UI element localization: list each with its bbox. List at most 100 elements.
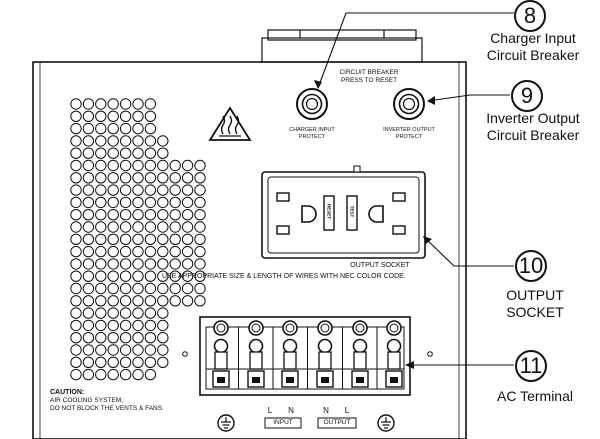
mounting-hole (182, 351, 188, 357)
vent-hole (107, 356, 119, 368)
vent-hole (169, 282, 181, 295)
terminal-n1-label: N (288, 406, 294, 415)
terminal-screw[interactable] (248, 320, 264, 336)
vent-hole (82, 233, 95, 246)
vent-hole (181, 282, 194, 295)
terminal-screw[interactable] (386, 320, 402, 336)
terminal-screw[interactable] (213, 320, 229, 336)
inverter-output-breaker[interactable] (393, 88, 425, 120)
vent-hole (70, 258, 82, 270)
terminal-screw[interactable] (282, 338, 298, 354)
test-button[interactable] (346, 195, 358, 231)
callout-10-line1: OUTPUT (506, 287, 564, 303)
vent-hole (132, 159, 144, 172)
leader-lines (317, 12, 514, 366)
vent-hole (95, 356, 107, 368)
reset-button[interactable] (323, 195, 335, 231)
mounting-hole (427, 351, 433, 357)
vent-hole (107, 282, 119, 295)
vent-hole (157, 184, 169, 196)
vent-hole (119, 209, 132, 221)
vent-hole (132, 147, 144, 159)
vent-hole (95, 368, 107, 381)
terminal-screw[interactable] (386, 338, 402, 354)
vent-hole (194, 172, 206, 184)
vent-hole (82, 98, 95, 110)
vent-hole (95, 209, 107, 221)
charger-input-breaker[interactable] (296, 88, 328, 120)
vent-hole (194, 184, 206, 196)
vent-hole (70, 307, 82, 319)
vent-hole (95, 172, 107, 184)
vent-hole (157, 344, 169, 356)
vent-hole (181, 270, 194, 282)
vent-hole (169, 233, 181, 246)
output-socket-label: OUTPUT SOCKET (350, 262, 410, 269)
terminal-screw[interactable] (248, 338, 264, 354)
vent-hole (144, 295, 157, 307)
vent-hole (119, 135, 132, 147)
caution-line1: AIR COOLING SYSTEM, (50, 397, 123, 404)
vent-grid (70, 98, 206, 381)
vent-hole (169, 221, 181, 233)
vent-hole (70, 172, 82, 184)
vent-hole (169, 270, 181, 282)
ground-icon (377, 414, 395, 432)
vent-hole (194, 258, 206, 270)
vent-hole (82, 270, 95, 282)
vent-hole (157, 209, 169, 221)
vent-hole (119, 147, 132, 159)
vent-hole (132, 356, 144, 368)
vent-hole (181, 295, 194, 307)
terminal-screw[interactable] (317, 338, 333, 354)
vent-hole (157, 282, 169, 295)
vent-hole (181, 196, 194, 209)
vent-hole (132, 307, 144, 319)
terminal-clamp-opening (286, 377, 294, 383)
vent-hole (70, 245, 82, 258)
output-socket[interactable] (261, 165, 426, 259)
vent-hole (82, 172, 95, 184)
vent-hole (107, 98, 119, 110)
terminal-clamp-opening (252, 377, 260, 383)
vent-hole (119, 172, 132, 184)
terminal-post (353, 351, 367, 370)
terminal-screw[interactable] (282, 320, 298, 336)
vent-hole (82, 209, 95, 221)
vent-hole (70, 135, 82, 147)
vent-hole (194, 270, 206, 282)
terminal-clamp-opening (321, 377, 329, 383)
vent-hole (132, 368, 144, 381)
vent-hole (157, 319, 169, 332)
terminal-screw[interactable] (213, 338, 229, 354)
terminal-screw-inner (320, 323, 330, 333)
vent-hole (119, 368, 132, 381)
output-label-box (317, 417, 357, 429)
vent-hole (144, 344, 157, 356)
vent-hole (144, 270, 157, 282)
caution-title: CAUTION: (50, 389, 85, 396)
vent-hole (157, 295, 169, 307)
terminal-screw-inner (285, 323, 295, 333)
vent-hole (132, 245, 144, 258)
vent-hole (132, 135, 144, 147)
terminal-screw[interactable] (352, 338, 368, 354)
charger-breaker-label-line2: PROTECT (298, 134, 326, 140)
vent-hole (132, 295, 144, 307)
callout-8-number: 8 (514, 0, 546, 32)
vent-hole (157, 196, 169, 209)
leader-arrows (314, 80, 435, 369)
vent-hole (70, 110, 82, 123)
vent-hole (144, 147, 157, 159)
vent-hole (95, 122, 107, 135)
vent-hole (70, 147, 82, 159)
vent-hole (181, 172, 194, 184)
terminal-screw-inner (216, 323, 226, 333)
terminal-screw[interactable] (352, 320, 368, 336)
terminal-screw[interactable] (317, 320, 333, 336)
vent-hole (132, 282, 144, 295)
vent-hole (157, 356, 169, 368)
vent-hole (144, 172, 157, 184)
vent-hole (119, 344, 132, 356)
terminal-l2-label: L (344, 406, 350, 415)
